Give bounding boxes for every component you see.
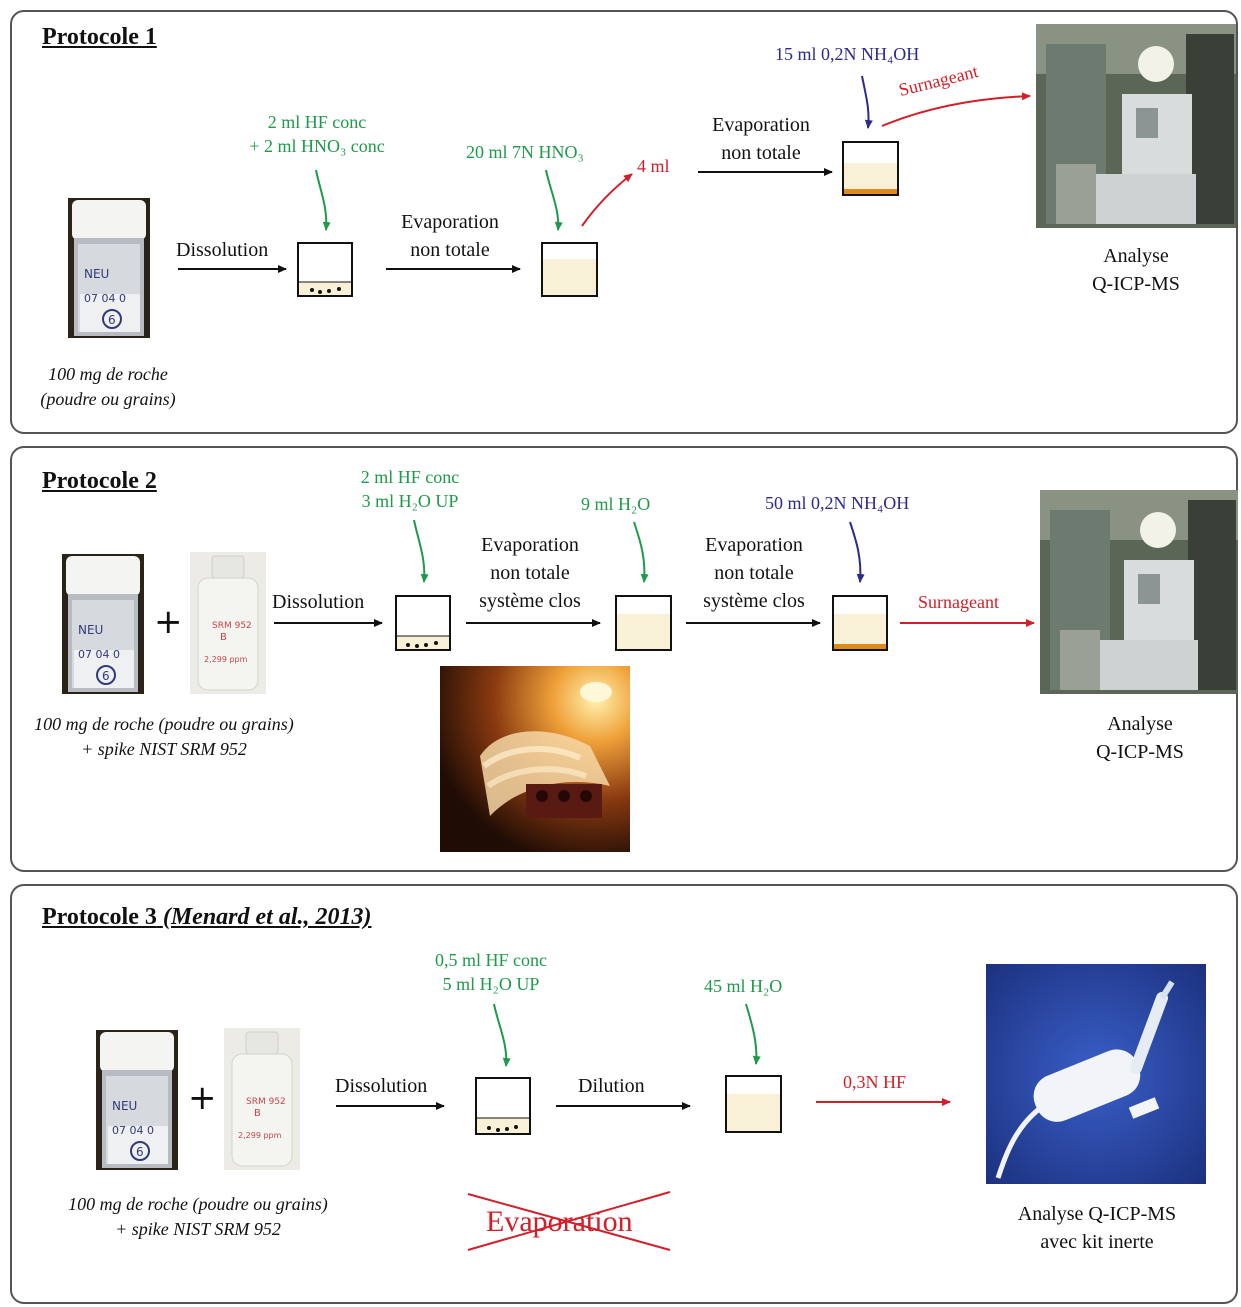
svg-text:07 04 0: 07 04 0 (84, 292, 126, 305)
reagent-label: 9 ml H₂O (581, 494, 651, 514)
sample-label: 100 mg de roche (poudre ou grains) (40, 364, 176, 409)
icp-ms-instrument-photo (1040, 490, 1238, 694)
analysis-label: Analyse Q-ICP-MS (1092, 245, 1180, 295)
evaporation-label: Evaporation non totale système clos (703, 534, 805, 612)
svg-text:6: 6 (108, 313, 116, 327)
svg-text:NEU: NEU (78, 623, 103, 637)
sample-label: 100 mg de roche (poudre ou grains) + spi… (68, 1194, 328, 1239)
evaporation-label: Evaporation non totale (401, 211, 499, 261)
analysis-label: Analyse Q-ICP-MS (1096, 713, 1184, 763)
protocol-2-title: Protocole 2 (42, 468, 157, 494)
svg-text:2,299 ppm: 2,299 ppm (238, 1131, 282, 1140)
inert-kit-photo (986, 964, 1206, 1184)
reagent-label: 2 ml HF conc + 2 ml HNO₃ conc (249, 112, 385, 156)
svg-text:SRM 952: SRM 952 (246, 1097, 286, 1107)
reference-citation: (Menard et al., 2013) (162, 904, 372, 930)
svg-text:07 04 0: 07 04 0 (78, 648, 120, 661)
dilution-label: Dilution (578, 1075, 645, 1097)
sample-jar-photo: NEU 07 04 0 6 (62, 554, 144, 694)
sample-jar-photo: NEU 07 04 0 6 (96, 1030, 178, 1170)
reagent-label: 50 ml 0,2N NH₄OH (765, 493, 910, 513)
svg-text:B: B (220, 632, 227, 643)
plus-sign: + (154, 602, 183, 642)
final-medium-label: 0,3N HF (843, 1072, 907, 1092)
svg-text:2,299 ppm: 2,299 ppm (204, 655, 248, 664)
svg-text:B: B (254, 1108, 261, 1119)
jar-label-text: NEU (84, 267, 109, 281)
svg-text:6: 6 (102, 669, 110, 683)
protocol-3-title: Protocole 3 (Menard et al., 2013) (42, 904, 372, 930)
icp-ms-instrument-photo (1036, 24, 1236, 228)
reagent-label: 2 ml HF conc 3 ml H₂O UP (360, 467, 460, 511)
reagent-label: 45 ml H₂O (704, 976, 783, 996)
aliquot-label: 4 ml (637, 156, 670, 176)
spike-bottle-photo: SRM 952 B 2,299 ppm (224, 1028, 300, 1170)
analysis-label: Analyse Q-ICP-MS avec kit inerte (1017, 1203, 1177, 1253)
svg-text:SRM 952: SRM 952 (212, 621, 252, 631)
reagent-label: 0,5 ml HF conc 5 ml H₂O UP (435, 950, 547, 994)
reagent-label: 15 ml 0,2N NH₄OH (775, 44, 920, 64)
evaporation-label: Evaporation non totale système clos (479, 534, 581, 612)
dissolution-label: Dissolution (176, 239, 269, 261)
plus-sign: + (188, 1078, 217, 1118)
svg-text:07 04 0: 07 04 0 (112, 1124, 154, 1137)
dissolution-label: Dissolution (335, 1075, 428, 1097)
spike-bottle-photo: SRM 952 B 2,299 ppm (190, 552, 266, 694)
svg-text:6: 6 (136, 1145, 144, 1159)
sample-label: 100 mg de roche (poudre ou grains) + spi… (34, 714, 294, 759)
reagent-label: 20 ml 7N HNO₃ (466, 142, 584, 162)
sample-jar-photo: NEU 07 04 0 6 (68, 198, 150, 338)
crossed-out-evaporation: Evaporation (486, 1205, 633, 1238)
evaporation-label: Evaporation non totale (712, 114, 810, 164)
protocol-1-title: Protocole 1 (42, 24, 157, 50)
svg-text:NEU: NEU (112, 1099, 137, 1113)
supernatant-label: Surnageant (918, 592, 999, 612)
closed-evaporation-system-photo (440, 666, 630, 852)
dissolution-label: Dissolution (272, 591, 365, 613)
